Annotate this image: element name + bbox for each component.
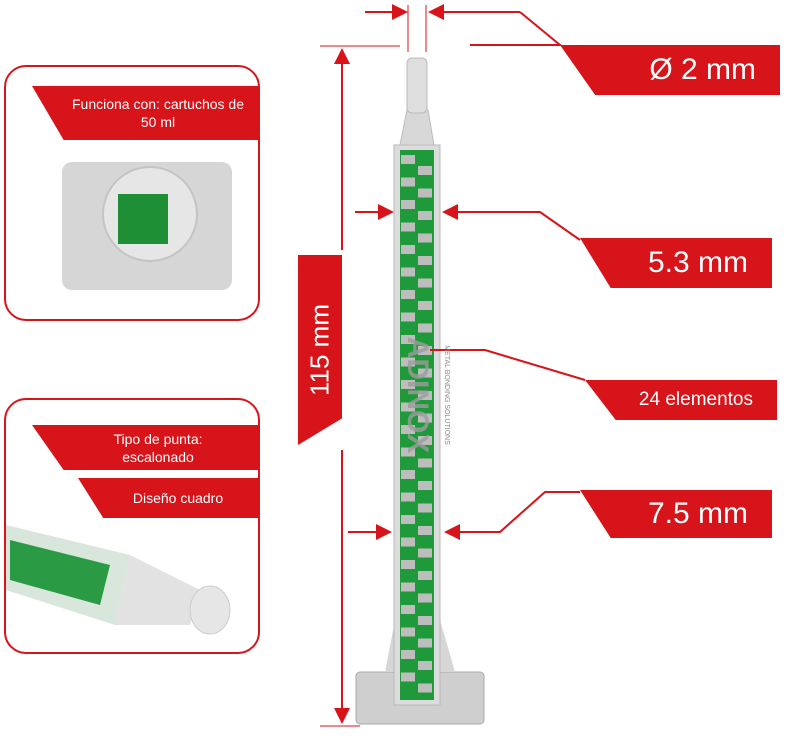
mixing-element bbox=[418, 526, 432, 535]
mixing-element bbox=[418, 436, 432, 445]
nozzle-inlet-image bbox=[62, 162, 232, 290]
mixing-element bbox=[401, 380, 415, 389]
mixing-element bbox=[418, 413, 432, 423]
mixing-element bbox=[418, 481, 432, 490]
mixing-element bbox=[401, 560, 415, 569]
mixing-element bbox=[401, 470, 415, 479]
brand-tagline: METAL BONDING SOLUTIONS bbox=[443, 345, 450, 445]
mixing-element bbox=[401, 582, 415, 592]
mixing-element bbox=[418, 188, 432, 198]
outer-width-label: 7.5 mm bbox=[580, 490, 772, 538]
mixing-element bbox=[401, 312, 415, 322]
mixing-element bbox=[401, 267, 415, 277]
mixing-element bbox=[401, 537, 415, 547]
design-banner: Diseño cuadro bbox=[78, 478, 258, 518]
tip-type-banner: Tipo de punta: escalonado bbox=[32, 425, 258, 470]
elements-count-label: 24 elementos bbox=[585, 380, 777, 420]
mixing-element bbox=[418, 278, 432, 288]
mixing-element bbox=[401, 447, 415, 457]
mixing-element bbox=[401, 357, 415, 367]
mixing-element bbox=[401, 177, 415, 187]
mixer-nozzle-image bbox=[355, 57, 485, 725]
mixing-element bbox=[401, 402, 415, 412]
mixing-element bbox=[418, 233, 432, 243]
mixing-element bbox=[418, 256, 432, 265]
mixing-element bbox=[418, 391, 432, 400]
mixing-element bbox=[401, 200, 415, 209]
mixing-element bbox=[418, 346, 432, 355]
mixing-element bbox=[401, 290, 415, 299]
mixing-element bbox=[418, 571, 432, 580]
mixing-element bbox=[418, 548, 432, 558]
mixing-element bbox=[401, 425, 415, 434]
inner-width-label: 5.3 mm bbox=[580, 238, 772, 288]
mixing-element bbox=[418, 166, 432, 175]
mixing-element bbox=[401, 650, 415, 659]
mixing-element bbox=[418, 211, 432, 220]
mixing-element bbox=[401, 222, 415, 232]
mixing-element bbox=[401, 515, 415, 524]
mixing-element bbox=[401, 492, 415, 502]
mixing-element bbox=[418, 503, 432, 513]
mixing-element bbox=[401, 245, 415, 254]
mixing-element bbox=[418, 616, 432, 625]
mixing-element bbox=[418, 661, 432, 670]
mixing-element bbox=[401, 605, 415, 614]
mixing-element bbox=[418, 323, 432, 333]
tip-diameter-label: Ø 2 mm bbox=[560, 45, 780, 95]
mixing-element bbox=[401, 335, 415, 344]
mixing-element bbox=[418, 458, 432, 468]
mixing-element bbox=[401, 672, 415, 682]
brand-logo: ADINOX bbox=[401, 336, 434, 454]
mixing-element bbox=[418, 683, 432, 693]
mixing-element bbox=[401, 627, 415, 637]
mixing-element bbox=[418, 368, 432, 378]
cartridge-banner: Funciona con: cartuchos de 50 ml bbox=[32, 86, 258, 140]
mixing-element bbox=[418, 638, 432, 648]
mixing-element bbox=[418, 593, 432, 603]
length-label: 115 mm bbox=[298, 255, 342, 445]
mixing-element bbox=[418, 301, 432, 310]
mixing-element bbox=[401, 155, 415, 164]
